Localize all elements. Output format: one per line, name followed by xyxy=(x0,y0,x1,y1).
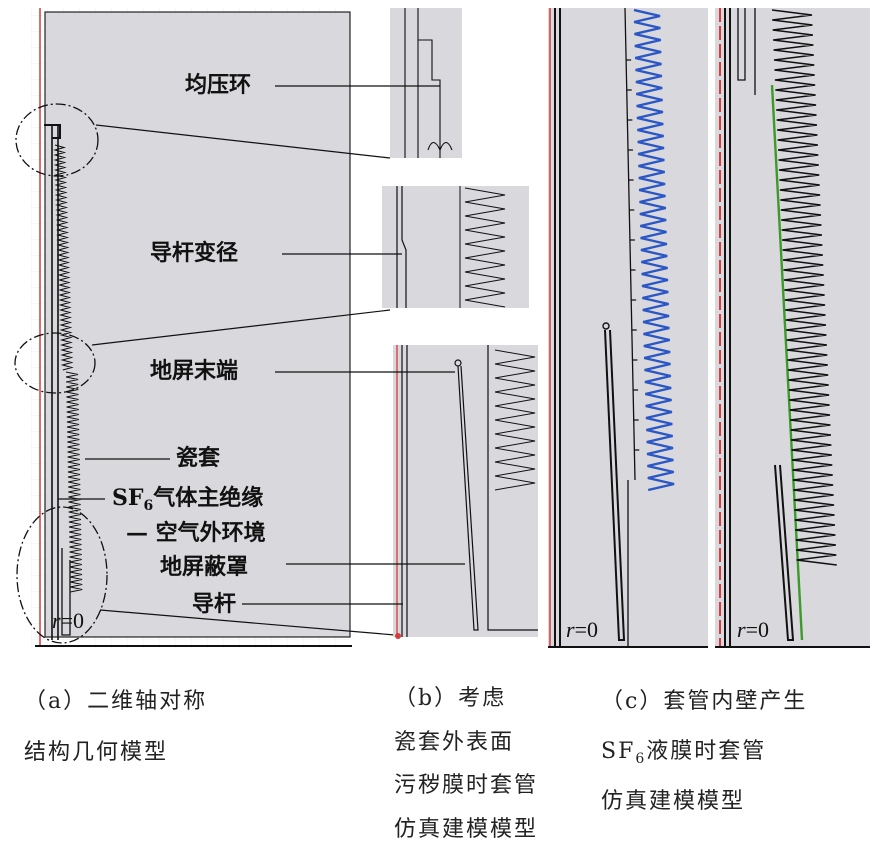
grading-ring-callout xyxy=(15,103,99,177)
axis-r0-label-c2: r=0 xyxy=(737,617,769,642)
label-conductor-rod: 导杆 xyxy=(192,591,236,617)
label-rod-taper: 导杆变径 xyxy=(150,240,238,266)
ground-shield-callout xyxy=(16,506,108,644)
panel-a-axisymmetric-model: r=0 xyxy=(14,8,352,648)
caption-a-line1: （a）二维轴对称 xyxy=(24,689,207,714)
caption-c-line1: （c）套管内壁产生 xyxy=(601,689,807,714)
caption-c-line3: 仿真建模模型 xyxy=(601,789,745,814)
detail-grading-ring xyxy=(390,8,462,158)
label-grading-ring: 均压环 xyxy=(185,72,251,98)
porcelain-sheds-a xyxy=(53,144,83,593)
caption-c-line2: SF6液膜时套管 xyxy=(601,739,766,767)
ground-shield-a xyxy=(61,548,71,636)
ground-screen-end-callout xyxy=(14,332,96,394)
component-labels: 均压环 导杆变径 地屏末端 瓷套 SF6气体主绝缘 — 空气外环境 地屏蔽罩 导… xyxy=(58,72,465,617)
conductor-rod-a xyxy=(51,125,59,640)
caption-b-line3: 污秽膜时套管 xyxy=(394,773,538,798)
callout-connectors xyxy=(91,124,396,636)
grading-ring-a xyxy=(44,124,61,139)
label-air-outer: — 空气外环境 xyxy=(126,520,266,546)
captions: （a）二维轴对称 结构几何模型 （b）考虑 瓷套外表面 污秽膜时套管 仿真建模模… xyxy=(24,686,807,842)
axis-r0-label-a: r=0 xyxy=(52,608,84,633)
caption-b-line2: 瓷套外表面 xyxy=(394,730,514,755)
panel-b-fouled-model xyxy=(382,8,538,639)
label-sf6-main-insulation: SF6气体主绝缘 xyxy=(112,485,263,514)
label-porcelain: 瓷套 xyxy=(176,445,220,471)
panel-c-green-film: r=0 xyxy=(715,8,870,648)
axis-r0-label-c1: r=0 xyxy=(566,617,598,642)
label-ground-screen-end: 地屏末端 xyxy=(150,358,238,384)
sf6-liquid-film-blue xyxy=(633,8,675,492)
caption-b-line1: （b）考虑 xyxy=(394,686,506,711)
label-ground-shield: 地屏蔽罩 xyxy=(160,554,248,580)
caption-b-line4: 仿真建模模型 xyxy=(394,817,538,842)
detail-rod-taper xyxy=(382,186,529,308)
panel-c-blue-film: r=0 xyxy=(548,7,708,648)
caption-a-line2: 结构几何模型 xyxy=(24,740,168,765)
sf6-liquid-film-green xyxy=(770,84,804,641)
